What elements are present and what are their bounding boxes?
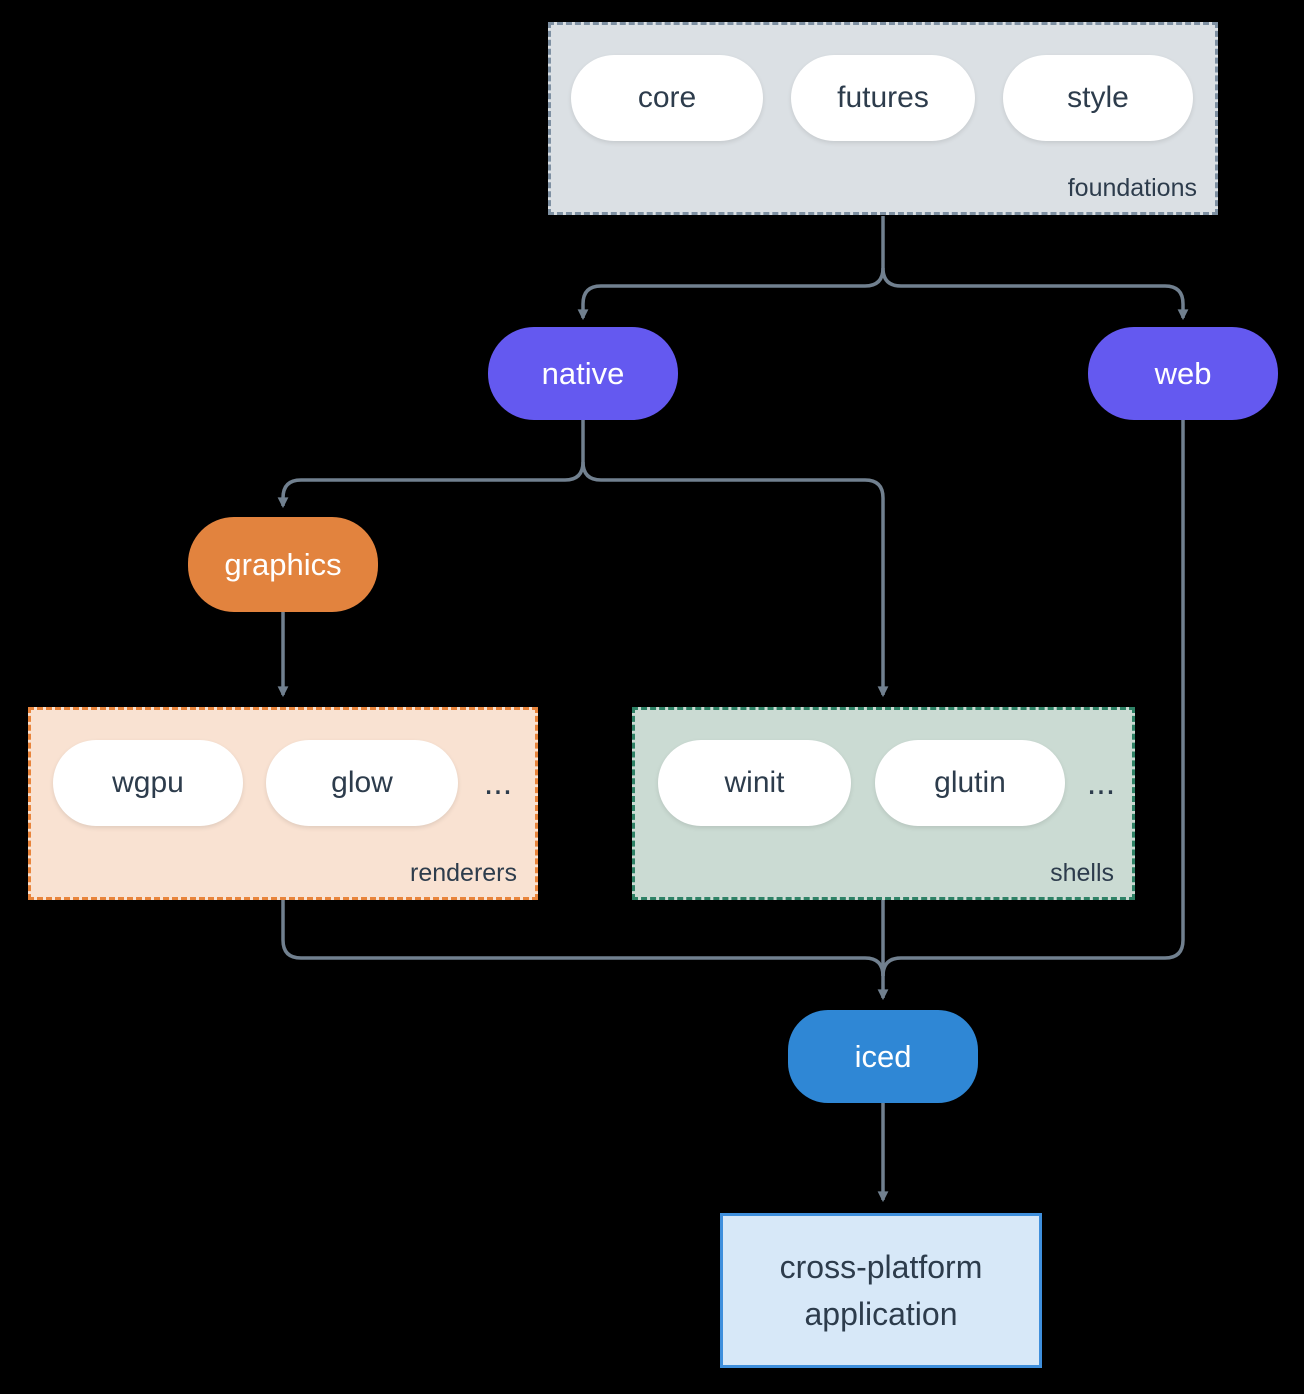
node-web: web bbox=[1088, 327, 1278, 420]
node-futures: futures bbox=[791, 55, 975, 141]
foundations-group: core futures style foundations bbox=[548, 22, 1218, 215]
node-native: native bbox=[488, 327, 678, 420]
renderers-group: wgpu glow ... renderers bbox=[28, 707, 538, 900]
shells-group-label: shells bbox=[1050, 859, 1114, 887]
edge-renderers-iced bbox=[281, 900, 885, 977]
node-winit: winit bbox=[658, 740, 851, 826]
node-style: style bbox=[1003, 55, 1193, 141]
node-core: core bbox=[571, 55, 763, 141]
node-cross-platform-application: cross-platform application bbox=[720, 1213, 1042, 1368]
renderers-ellipsis: ... bbox=[483, 763, 513, 802]
node-graphics: graphics bbox=[188, 517, 378, 612]
edge-native-shells bbox=[581, 461, 889, 698]
renderers-group-label: renderers bbox=[410, 859, 517, 887]
node-glutin: glutin bbox=[875, 740, 1065, 826]
foundations-group-label: foundations bbox=[1067, 174, 1197, 202]
edge-foundations-native bbox=[577, 267, 885, 321]
shells-ellipsis: ... bbox=[1086, 763, 1116, 802]
node-glow: glow bbox=[266, 740, 458, 826]
edge-foundations-web bbox=[881, 267, 1189, 321]
edge-native-graphics bbox=[277, 461, 585, 509]
shells-group: winit glutin ... shells bbox=[632, 707, 1135, 900]
node-iced: iced bbox=[788, 1010, 978, 1103]
node-wgpu: wgpu bbox=[53, 740, 243, 826]
